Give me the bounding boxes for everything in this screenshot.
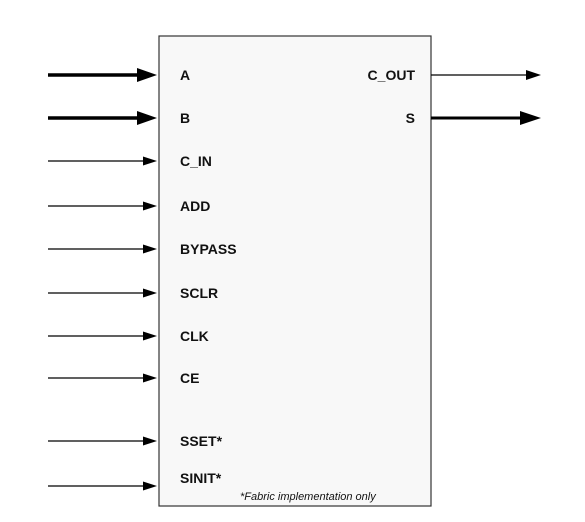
input-arrow-a bbox=[48, 68, 157, 82]
pin-label-add: ADD bbox=[180, 198, 210, 214]
input-arrow-c-in bbox=[48, 156, 157, 166]
pin-label-sset: SSET* bbox=[180, 433, 223, 449]
pin-label-c-out: C_OUT bbox=[368, 67, 416, 83]
input-arrow-bypass bbox=[48, 244, 157, 254]
pin-label-clk: CLK bbox=[180, 328, 209, 344]
footnote: *Fabric implementation only bbox=[240, 491, 377, 503]
input-arrow-clk bbox=[48, 331, 157, 341]
pin-label-a: A bbox=[180, 67, 190, 83]
pin-label-sinit: SINIT* bbox=[180, 470, 222, 486]
input-arrow-b bbox=[48, 111, 157, 125]
input-arrow-sset bbox=[48, 436, 157, 446]
output-arrow-s bbox=[431, 111, 541, 125]
input-arrow-sinit bbox=[48, 481, 157, 491]
pin-label-bypass: BYPASS bbox=[180, 241, 237, 257]
pin-label-ce: CE bbox=[180, 370, 199, 386]
pin-label-s: S bbox=[406, 110, 415, 126]
input-arrow-sclr bbox=[48, 288, 157, 298]
pin-label-c-in: C_IN bbox=[180, 153, 212, 169]
pin-label-b: B bbox=[180, 110, 190, 126]
pin-label-sclr: SCLR bbox=[180, 285, 218, 301]
output-arrow-c-out bbox=[431, 70, 541, 80]
input-arrow-ce bbox=[48, 373, 157, 383]
input-arrow-add bbox=[48, 201, 157, 211]
adder-block-body bbox=[158, 35, 432, 507]
